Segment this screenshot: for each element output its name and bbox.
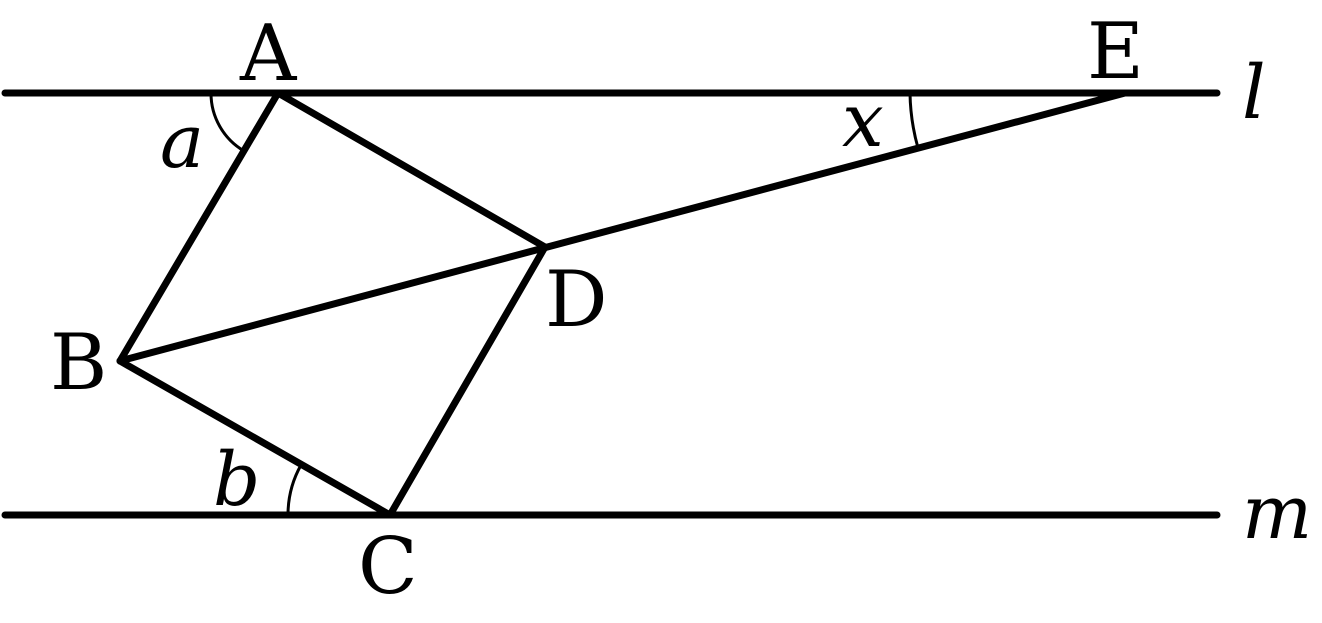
angle-label-a: a (160, 99, 204, 185)
point-label-c: C (358, 522, 418, 612)
segment-bc (116, 357, 394, 519)
point-label-b: B (50, 318, 107, 408)
angle-label-b: b (213, 437, 260, 523)
point-label-a: A (239, 9, 298, 99)
angle-b-arc (286, 464, 303, 516)
segment-cd (386, 243, 549, 519)
angle-a-arc (209, 92, 245, 153)
segment-ab (116, 89, 282, 365)
segment-be (116, 89, 1129, 365)
line-label-l: l (1242, 50, 1266, 136)
angle-label-x: x (842, 78, 884, 164)
point-label-e: E (1087, 7, 1144, 97)
line-label-m: m (1242, 470, 1312, 556)
angle-x-arc (908, 92, 920, 149)
segment-da (274, 89, 549, 251)
point-label-d: D (545, 255, 608, 345)
